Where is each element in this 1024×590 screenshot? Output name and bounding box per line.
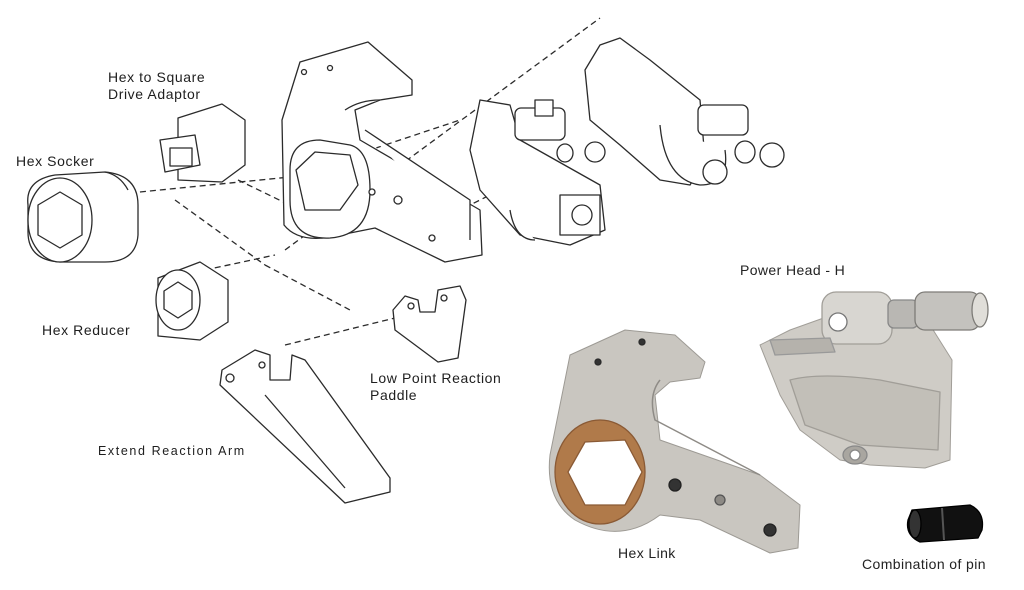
label-low-point-line2: Paddle bbox=[370, 387, 418, 403]
drive-adaptor-drawing bbox=[159, 103, 246, 183]
label-hex-reducer: Hex Reducer bbox=[42, 322, 131, 338]
hex-link-drawing bbox=[281, 41, 483, 263]
power-head-photo bbox=[759, 291, 989, 469]
label-combination-pin: Combination of pin bbox=[862, 556, 986, 572]
reaction-paddle-drawing bbox=[392, 285, 467, 363]
label-extend-reaction-arm: Extend Reaction Arm bbox=[98, 444, 246, 458]
power-head-drawing-large bbox=[584, 37, 785, 186]
label-power-head: Power Head - H bbox=[740, 262, 846, 278]
label-low-point-line1: Low Point Reaction bbox=[370, 370, 502, 386]
label-hex-socket: Hex Socker bbox=[16, 153, 95, 169]
label-hex-to-square-line1: Hex to Square bbox=[108, 69, 206, 85]
label-hex-link: Hex Link bbox=[618, 545, 676, 561]
extend-reaction-arm-drawing bbox=[219, 349, 391, 504]
hex-link-photo bbox=[548, 329, 801, 554]
hex-socket-drawing bbox=[27, 171, 139, 263]
power-head-drawing-small bbox=[469, 99, 606, 246]
combination-pin-photo bbox=[906, 504, 984, 543]
hex-reducer-drawing bbox=[155, 261, 229, 341]
label-hex-to-square-line2: Drive Adaptor bbox=[108, 86, 201, 102]
